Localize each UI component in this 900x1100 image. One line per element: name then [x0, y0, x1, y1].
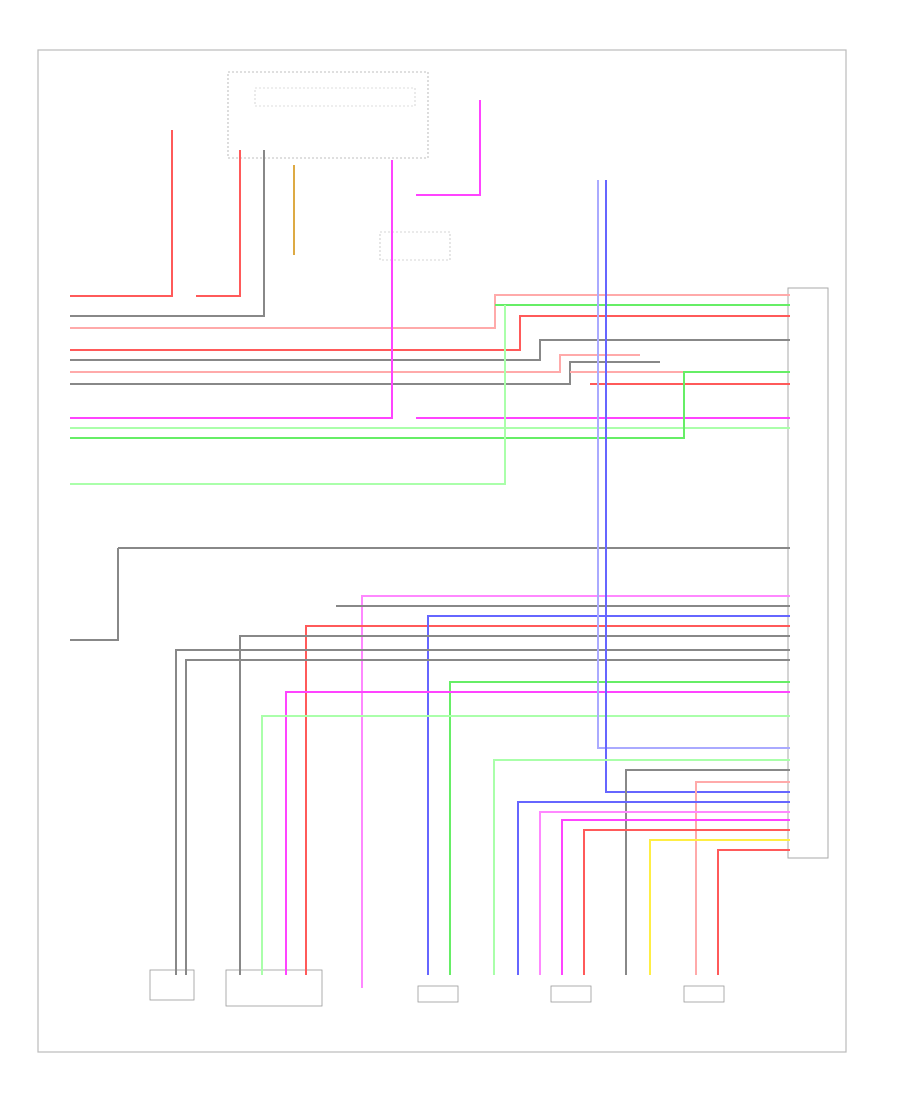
rear-speaker-block-2 — [683, 985, 725, 1003]
wire-lightgreen-26 — [261, 715, 790, 975]
wire-magenta-34 — [561, 819, 790, 975]
wire-green-24 — [449, 681, 790, 975]
wire-gray-39 — [70, 150, 265, 317]
wire-gray-30 — [625, 769, 790, 975]
ground-block — [149, 969, 195, 1001]
wire-gray-22 — [175, 649, 790, 975]
wire-gray-21 — [239, 635, 790, 975]
wire-violet-17 — [361, 595, 790, 988]
wire-violet-33 — [539, 811, 790, 975]
wire-gray-5 — [70, 339, 790, 361]
wire-blue-20 — [427, 615, 790, 975]
wire-pink-2 — [70, 294, 790, 329]
wire-lightgreen-14 — [70, 305, 506, 485]
wire-red-35 — [583, 829, 790, 975]
wire-blue-32 — [517, 801, 790, 975]
wire-yellow-36 — [649, 839, 790, 975]
wire-red-37 — [717, 849, 790, 975]
wire-pink-6 — [70, 354, 640, 373]
switch-inner-box — [254, 87, 416, 107]
diagram-frame — [37, 49, 847, 1053]
rear-speaker-block-1 — [550, 985, 592, 1003]
wire-gray-23 — [185, 659, 790, 975]
wire-green-13 — [70, 371, 790, 439]
right-speaker-block — [417, 985, 459, 1003]
ecm-connector — [787, 287, 829, 859]
speaker-junction-block — [225, 969, 323, 1007]
wire-group — [70, 100, 790, 988]
wire-lightgreen-29 — [493, 759, 790, 975]
wire-gray-16 — [70, 548, 119, 641]
wire-lightblue-27 — [597, 180, 790, 749]
wire-red-1 — [196, 150, 241, 297]
wire-red-0 — [70, 130, 173, 297]
wire-red-4 — [70, 315, 790, 351]
wire-magenta-38 — [416, 100, 481, 196]
combination-switch-box — [227, 71, 429, 159]
wire-blue-28 — [605, 180, 790, 793]
relay-box — [379, 231, 451, 261]
wire-red-19 — [305, 625, 790, 975]
wire-magenta-25 — [285, 691, 790, 975]
wire-pink-31 — [695, 781, 790, 975]
wire-magenta-10 — [70, 160, 393, 419]
